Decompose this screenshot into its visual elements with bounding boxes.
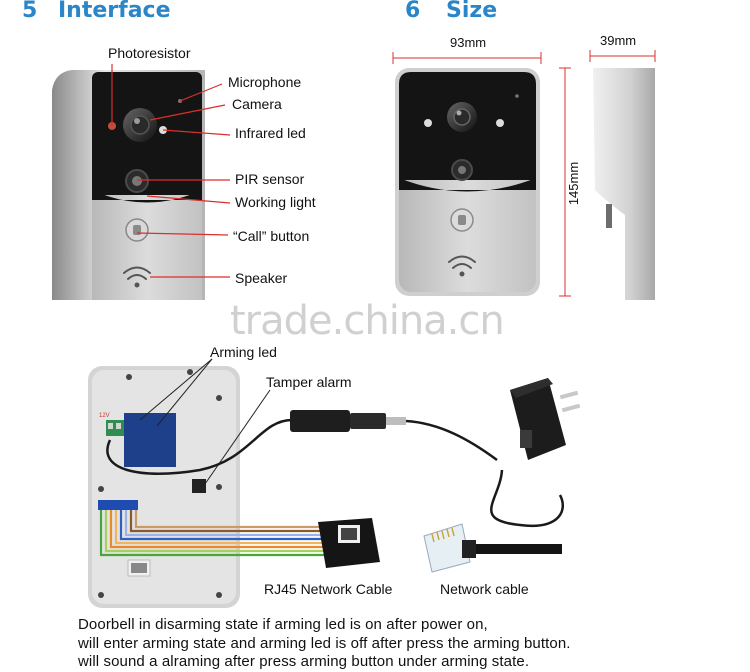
- label-speaker: Speaker: [235, 270, 288, 286]
- label-tamper-alarm: Tamper alarm: [266, 374, 352, 390]
- label-pir-sensor: PIR sensor: [235, 171, 305, 187]
- network-cable-plug: [423, 523, 562, 573]
- label-network-cable: Network cable: [440, 581, 529, 597]
- size-depth-label: 39mm: [600, 33, 637, 48]
- size-height-label: 145mm: [566, 161, 582, 206]
- board-voltage-label: 12V: [99, 413, 110, 419]
- label-working-light: Working light: [235, 194, 316, 210]
- label-camera: Camera: [232, 96, 282, 112]
- interface-device: [52, 70, 205, 300]
- label-arming-led: Arming led: [210, 344, 277, 360]
- label-infrared-led: Infrared led: [235, 125, 306, 141]
- label-photoresistor: Photoresistor: [108, 45, 191, 61]
- power-cable: [106, 410, 565, 528]
- rj45-connector: [318, 518, 380, 568]
- back-panel: [88, 366, 240, 608]
- interface-pointer-lines: [111, 64, 231, 278]
- label-rj45: RJ45 Network Cable: [264, 581, 393, 597]
- section-6-title: Size: [446, 0, 498, 23]
- note-line-1: Doorbell in disarming state if arming le…: [78, 616, 488, 633]
- arming-led-pointers: [139, 358, 213, 427]
- note-line-2: will enter arming state and arming led i…: [78, 635, 571, 652]
- power-adapter: [510, 378, 581, 460]
- watermark: trade.china.cn: [230, 298, 505, 344]
- ribbon-wires: [99, 510, 330, 557]
- section-6-number: 6: [405, 0, 421, 23]
- size-front-device: [395, 68, 540, 296]
- size-width-label: 93mm: [450, 35, 487, 50]
- size-dimension-lines: [392, 50, 656, 297]
- note-line-3: will sound a alraming after press arming…: [78, 653, 530, 670]
- section-5-title: Interface: [58, 0, 171, 23]
- label-microphone: Microphone: [228, 74, 302, 90]
- label-call-button: “Call” button: [233, 228, 310, 244]
- tamper-pointer: [204, 389, 271, 485]
- section-5-number: 5: [22, 0, 38, 23]
- size-side-device: [593, 68, 655, 300]
